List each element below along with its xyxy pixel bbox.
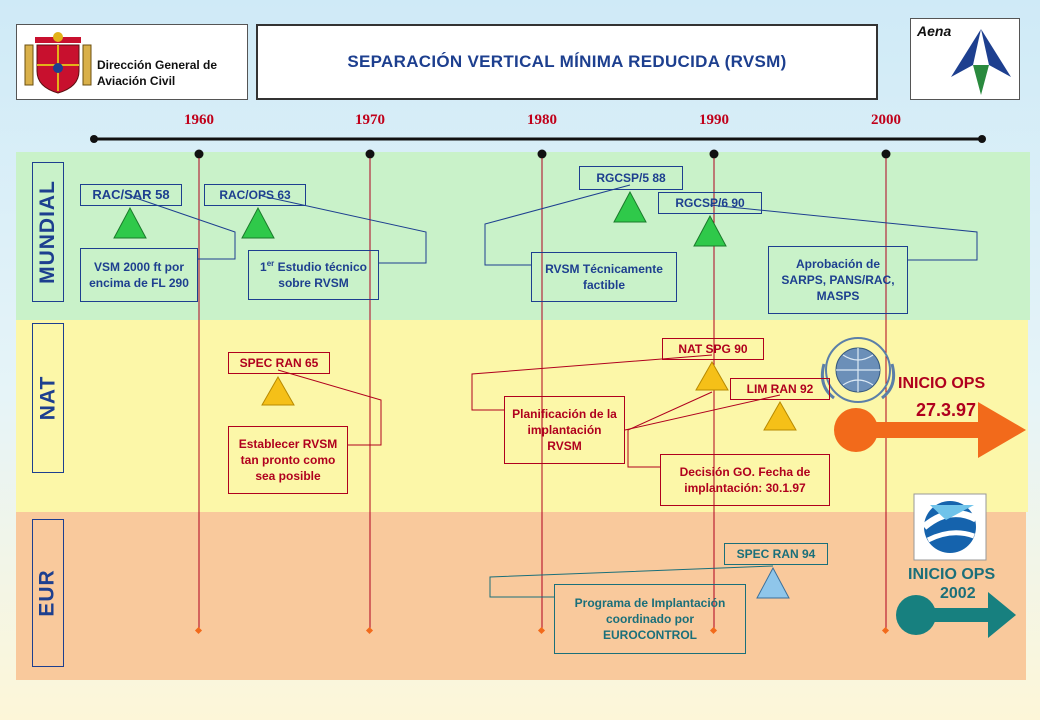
- note-programa-eurocontrol: Programa de Implantación coordinado por …: [554, 584, 746, 654]
- note-factible-line1: RVSM Técnicamente: [545, 261, 663, 276]
- nat-inicio-ops-label: INICIO OPS: [898, 375, 986, 392]
- event-rac-ops-63-label: RAC/OPS 63: [219, 187, 291, 202]
- event-rac-sar-58-label: RAC/SAR 58: [92, 187, 170, 203]
- note-planificacion: Planificación de la implantación RVSM: [504, 396, 625, 464]
- year-label-1960: 1960: [184, 112, 214, 128]
- note-establecer-line1: Establecer RVSM: [238, 436, 338, 451]
- triangle-spec-ran-65: [261, 375, 295, 406]
- note-programa-line1: Programa de Implantación: [574, 595, 726, 610]
- note-decision-go: Decisión GO. Fecha de implantación: 30.1…: [660, 454, 830, 506]
- eurocontrol-logo-icon: [913, 493, 987, 561]
- eur-connectors: [489, 565, 774, 598]
- note-aprobacion-sarps: Aprobación de SARPS, PANS/RAC, MASPS: [768, 246, 908, 314]
- band-mundial: [16, 152, 1030, 320]
- event-spec-ran-65: SPEC RAN 65: [228, 352, 330, 374]
- org-name-line1: Dirección General de: [97, 58, 218, 72]
- event-rgcsp-5-88-label: RGCSP/5 88: [596, 170, 666, 185]
- note-vsm-line2: encima de FL 290: [89, 276, 189, 290]
- page-title-text: SEPARACIÓN VERTICAL MÍNIMA REDUCIDA (RVS…: [347, 51, 787, 71]
- note-primer-estudio: 1er Estudio técnico sobre RVSM: [248, 250, 379, 300]
- triangle-rgcsp-5-88: [613, 190, 647, 223]
- eur-start-arrow: [896, 592, 1016, 638]
- note-estudio-sup: er: [266, 258, 275, 268]
- event-spec-ran-94: SPEC RAN 94: [724, 543, 828, 565]
- triangle-rgcsp-6-90: [693, 214, 727, 247]
- eur-inicio-ops-date: 2002: [940, 585, 976, 602]
- triangle-spec-ran-94: [756, 566, 790, 599]
- event-rac-ops-63: RAC/OPS 63: [204, 184, 306, 206]
- year-marker-1980: [537, 149, 547, 159]
- event-rgcsp-6-90: RGCSP/6 90: [658, 192, 762, 214]
- nat-inicio-ops-date: 27.3.97: [916, 400, 977, 420]
- icao-emblem-icon: [820, 337, 896, 403]
- region-label-nat: NAT: [32, 323, 64, 473]
- year-marker-2000: [881, 149, 891, 159]
- note-planif-line2: implantación: [527, 422, 602, 437]
- event-lim-ran-92: LIM RAN 92: [730, 378, 830, 400]
- region-label-mundial: MUNDIAL: [32, 162, 64, 302]
- mundial-connectors: [129, 184, 978, 266]
- note-estudio-line1: 1er Estudio técnico: [260, 259, 367, 275]
- page-title: SEPARACIÓN VERTICAL MÍNIMA REDUCIDA (RVS…: [256, 24, 878, 100]
- eur-inicio-ops-label: INICIO OPS: [908, 566, 996, 583]
- event-rgcsp-5-88: RGCSP/5 88: [579, 166, 683, 190]
- region-label-eur: EUR: [32, 519, 64, 667]
- year-marker-1990: [709, 149, 719, 159]
- event-spec-ran-65-label: SPEC RAN 65: [239, 355, 319, 370]
- note-programa-line3: EUROCONTROL: [603, 628, 697, 643]
- note-vsm-2000ft: VSM 2000 ft por encima de FL 290: [80, 248, 198, 302]
- triangle-lim-ran-92: [763, 400, 797, 431]
- year-marker-1960: [194, 149, 204, 159]
- note-establecer-rvsm: Establecer RVSM tan pronto como sea posi…: [228, 426, 348, 494]
- note-programa-line2: coordinado por: [606, 611, 694, 626]
- dgac-header-box: Dirección General de Aviación Civil: [16, 24, 248, 100]
- aena-logo-box: Aena: [910, 18, 1020, 100]
- triangle-rac-sar-58: [113, 206, 147, 239]
- note-estudio-prefix: 1: [260, 259, 267, 274]
- region-label-nat-text: NAT: [36, 375, 60, 421]
- note-factible-line2: factible: [582, 278, 625, 292]
- note-aprob-line3: MASPS: [816, 289, 860, 304]
- timeline-axis: [90, 135, 986, 143]
- nat-start-arrow: [834, 402, 1026, 458]
- event-rgcsp-6-90-label: RGCSP/6 90: [675, 195, 745, 210]
- year-markers: [194, 149, 891, 159]
- org-name-line2: Aviación Civil: [97, 74, 176, 88]
- year-label-1980: 1980: [527, 112, 557, 128]
- year-label-1990: 1990: [699, 112, 729, 128]
- region-label-mundial-text: MUNDIAL: [36, 180, 60, 284]
- note-establecer-line2: tan pronto como: [240, 452, 336, 467]
- note-vsm-line1: VSM 2000 ft por: [93, 259, 185, 274]
- event-nat-spg-90: NAT SPG 90: [662, 338, 764, 360]
- note-rvsm-factible: RVSM Técnicamente factible: [531, 252, 677, 302]
- note-planif-line1: Planificación de la: [512, 406, 617, 421]
- aena-logo-text: Aena: [917, 23, 952, 39]
- year-marker-1970: [365, 149, 375, 159]
- note-establecer-line3: sea posible: [255, 469, 321, 484]
- note-aprob-line1: Aprobación de: [795, 256, 880, 271]
- note-decision-line2: implantación: 30.1.97: [684, 481, 806, 495]
- region-label-eur-text: EUR: [36, 569, 59, 617]
- band-eur: [16, 512, 1026, 680]
- note-aprob-line2: SARPS, PANS/RAC,: [781, 272, 895, 287]
- spain-coat-of-arms-icon: [24, 32, 92, 94]
- note-estudio-text: Estudio técnico: [274, 259, 367, 274]
- nat-connectors: [277, 354, 781, 468]
- year-label-1970: 1970: [355, 112, 385, 128]
- year-guide-end-markers: [194, 626, 890, 635]
- triangle-rac-ops-63: [241, 206, 275, 239]
- note-planif-line3: RVSM: [547, 439, 582, 454]
- event-rac-sar-58: RAC/SAR 58: [80, 184, 182, 206]
- note-decision-line1: Decisión GO. Fecha de: [679, 464, 811, 479]
- event-nat-spg-90-label: NAT SPG 90: [678, 341, 748, 356]
- event-lim-ran-92-label: LIM RAN 92: [746, 381, 814, 396]
- year-label-2000: 2000: [871, 112, 901, 128]
- triangle-nat-spg-90: [695, 360, 729, 391]
- event-spec-ran-94-label: SPEC RAN 94: [736, 546, 816, 561]
- note-estudio-line2: sobre RVSM: [278, 276, 349, 290]
- aena-logo-icon: [951, 29, 1011, 95]
- year-guide-lines: [198, 158, 887, 630]
